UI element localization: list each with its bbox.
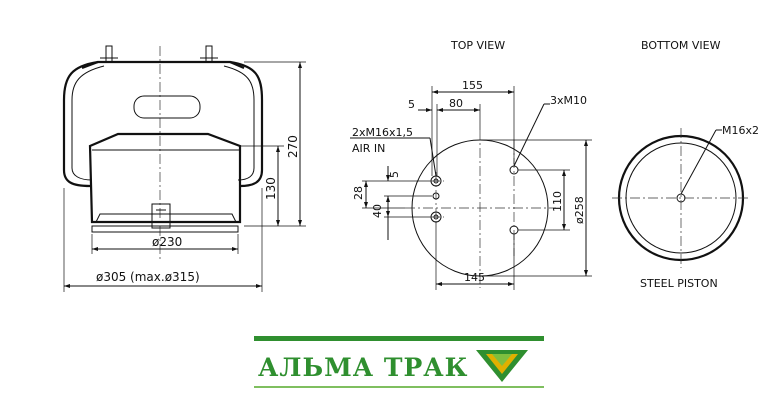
technical-drawing: ø230 ø305 (max.ø315) 270 130 TOP VIEW (62, 39, 759, 292)
top-view-title: TOP VIEW (450, 39, 505, 52)
dim-258-label: ø258 (573, 196, 586, 224)
dim-270-label: 270 (286, 135, 300, 158)
stud-left (105, 45, 113, 63)
top-view: TOP VIEW 155 80 5 3xM10 (350, 39, 592, 290)
dim-230-label: ø230 (152, 235, 182, 249)
piston-insert (151, 203, 171, 229)
dim-2xm16-label: 2xM16x1,5 (352, 126, 413, 139)
dim-110-label: 110 (551, 191, 564, 212)
dim-m16x2-label: M16x2 (722, 124, 759, 137)
dim-40-label: 40 (371, 204, 384, 218)
stud-right (205, 45, 213, 63)
dim-145-label: 145 (464, 271, 485, 284)
side-view: ø230 ø305 (max.ø315) 270 130 (62, 45, 306, 292)
dim-3xm10-label: 3xM10 (550, 94, 587, 107)
brand-chevron-icon (476, 350, 528, 382)
logo-top-bar (254, 336, 544, 341)
dim-5-top-label: 5 (408, 98, 415, 111)
bottom-view: BOTTOM VIEW M16x2 STEEL PISTON (612, 39, 759, 290)
piston (88, 132, 242, 224)
dim-305-label: ø305 (max.ø315) (96, 270, 200, 284)
bellow-right (229, 60, 264, 188)
steel-piston-label: STEEL PISTON (640, 277, 718, 290)
dim-130-label: 130 (264, 177, 278, 200)
bottom-view-title: BOTTOM VIEW (641, 39, 721, 52)
air-in-label: AIR IN (352, 142, 385, 155)
logo-bottom-bar (254, 386, 544, 388)
dim-5-side-label: 5 (388, 171, 401, 178)
top-plate (81, 60, 245, 70)
dim-28-label: 28 (352, 186, 365, 200)
dim-80-label: 80 (449, 97, 463, 110)
dim-155-label: 155 (462, 79, 483, 92)
bellow-left (62, 60, 99, 188)
bellow-slot (133, 95, 201, 119)
brand-name: АЛЬМА ТРАК (258, 353, 469, 382)
